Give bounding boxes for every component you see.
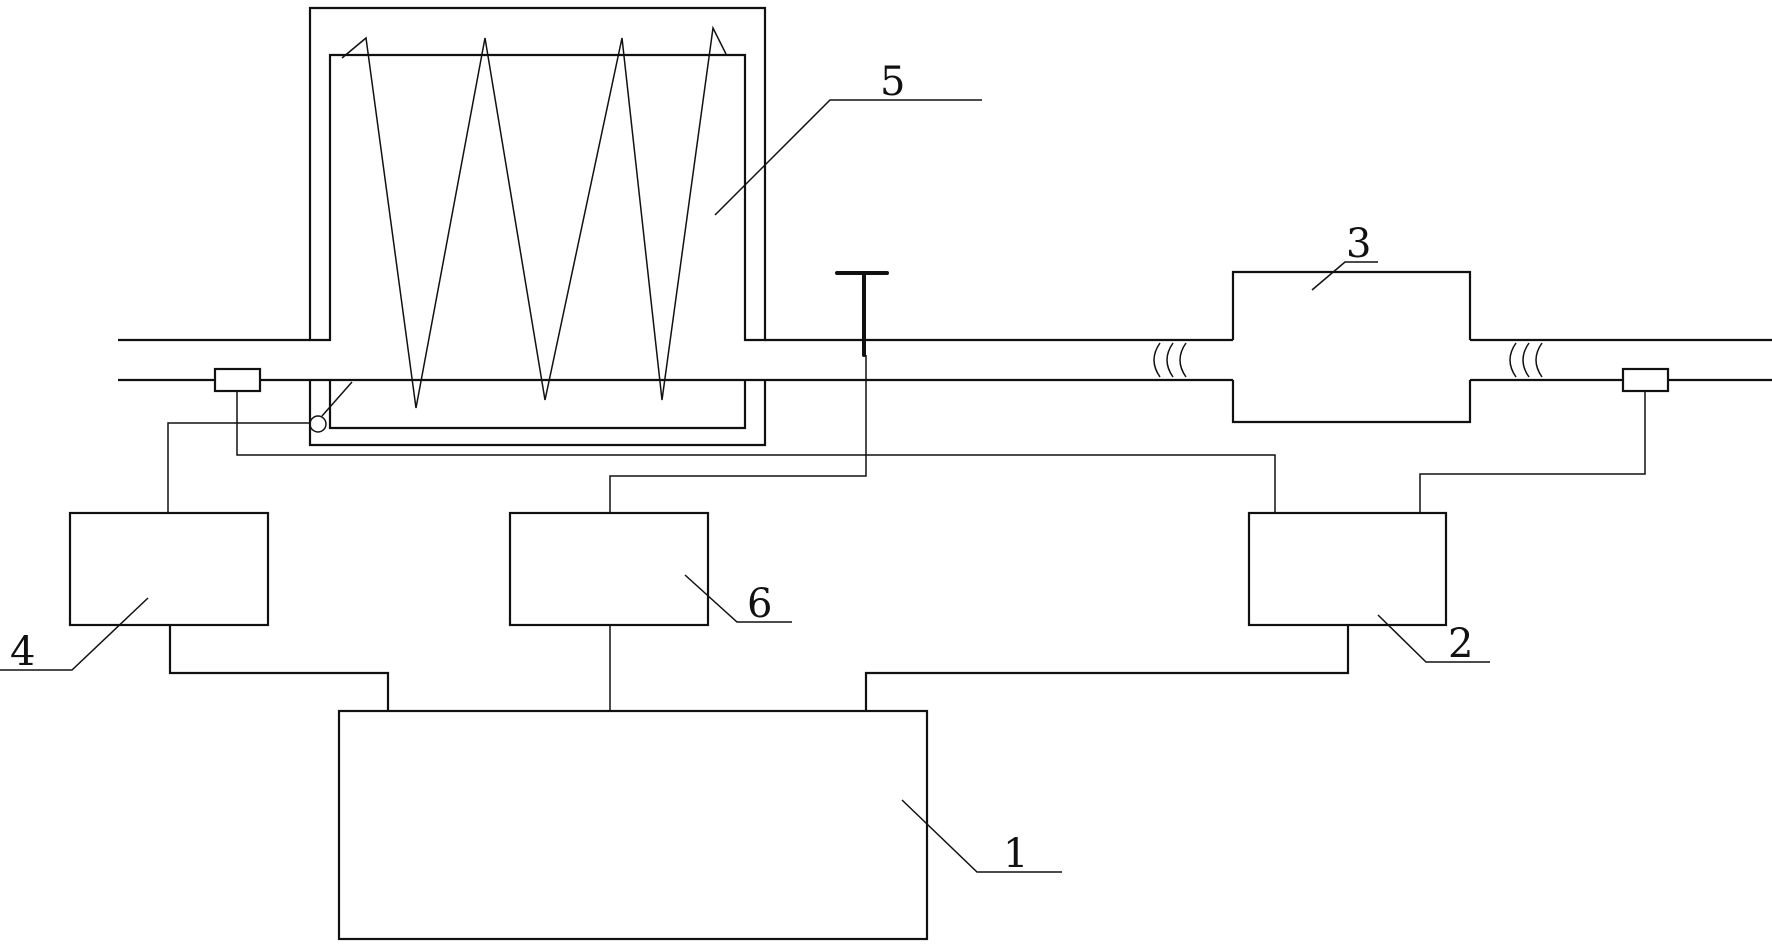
main-pipe bbox=[118, 338, 1772, 382]
label-5: 5 bbox=[880, 59, 905, 105]
sensor-right bbox=[1621, 367, 1670, 393]
flexible-coupling-left bbox=[1153, 342, 1187, 378]
component-3-chamber bbox=[1231, 270, 1472, 424]
flexible-coupling-right bbox=[1509, 342, 1543, 378]
t-probe bbox=[835, 271, 889, 357]
wiring bbox=[167, 355, 1646, 711]
label-4: 4 bbox=[10, 629, 35, 675]
sensor-left bbox=[213, 367, 262, 393]
label-2: 2 bbox=[1448, 621, 1473, 667]
heating-coil bbox=[341, 25, 727, 409]
label-3: 3 bbox=[1346, 221, 1371, 267]
label-1: 1 bbox=[1003, 831, 1028, 877]
leader-lines bbox=[0, 99, 1490, 873]
component-2-box bbox=[1247, 511, 1448, 627]
label-6: 6 bbox=[747, 581, 772, 627]
component-5-heater-enclosure bbox=[308, 6, 767, 447]
component-4-box bbox=[68, 511, 270, 627]
component-1-box bbox=[337, 709, 929, 941]
component-6-box bbox=[508, 511, 710, 627]
valve bbox=[309, 381, 353, 433]
